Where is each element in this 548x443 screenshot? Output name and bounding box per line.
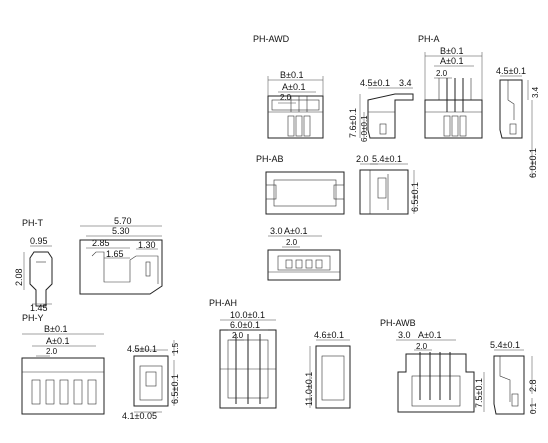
ph-ab-side-view: 2.0 5.4±0.1 6.5±0.1 (356, 154, 420, 215)
ph-t-dim-570: 5.70 (114, 216, 132, 226)
label-ph-awd: PH-AWD (253, 34, 290, 44)
ph-y-dim-b: B±0.1 (44, 324, 67, 334)
ph-t-side-view: 5.70 5.30 2.85 1.65 1.30 (79, 216, 163, 295)
ph-ab-dim-a: A±0.1 (284, 226, 307, 236)
ph-awb-dim-30: 3.0 (398, 330, 411, 340)
ph-a-dim-depth: 4.5±0.1 (496, 66, 526, 76)
ph-ab-front-view: 3.0 A±0.1 2.0 (267, 226, 341, 281)
ph-awb-dim-75: 7.5±0.1 (474, 378, 484, 408)
ph-a-dim-b: B±0.1 (440, 46, 463, 56)
label-ph-t: PH-T (22, 218, 43, 228)
ph-y-dim-pitch: 2.0 (46, 347, 58, 356)
ph-y-dim-15: 1.5 (171, 342, 180, 354)
ph-y-dim-depth: 4.5±0.1 (127, 344, 157, 354)
ph-ab-dim-pitch: 2.0 (286, 238, 298, 247)
ph-t-dim-208: 2.08 (14, 268, 24, 286)
label-ph-ab: PH-AB (256, 154, 284, 164)
ph-ab-group: PH-AB 2.0 5.4±0.1 6.5±0.1 (256, 154, 420, 281)
label-ph-awb: PH-AWB (380, 318, 416, 328)
ph-t-dim-165: 1.65 (106, 249, 124, 259)
ph-ab-dim-65: 6.5±0.1 (410, 182, 420, 212)
ph-awb-dim-pitch: 2.0 (416, 342, 428, 351)
ph-awb-side-view: 5.4±0.1 2.8 0.1 (490, 340, 538, 415)
ph-y-group: PH-Y B±0.1 A±0.1 2.0 4.5±0.1 1.5 6.5± (21, 313, 180, 421)
ph-ah-dim-100: 10.0±0.1 (230, 310, 265, 320)
ph-awd-dim-depth: 4.5±0.1 (360, 78, 390, 88)
ph-t-dim-095: 0.95 (30, 236, 48, 246)
ph-awd-group: PH-AWD B±0.1 A±0.1 2.0 4. (253, 34, 414, 142)
ph-ab-dim-20: 2.0 (356, 154, 369, 164)
ph-a-front-view: B±0.1 A±0.1 2.0 (424, 46, 483, 139)
label-ph-a: PH-A (418, 34, 440, 44)
ph-y-front-view: B±0.1 A±0.1 2.0 (21, 324, 105, 415)
ph-y-side-view: 4.5±0.1 1.5 6.5±0.1 4.1±0.05 (122, 340, 180, 421)
ph-t-dim-145: 1.45 (30, 303, 48, 313)
ph-a-dim-60: 6.0±0.1 (528, 148, 538, 178)
ph-awd-dim-b: B±0.1 (280, 70, 303, 80)
ph-ah-dim-pitch: 2.0 (232, 331, 244, 340)
label-ph-ah: PH-AH (209, 298, 237, 308)
ph-t-dim-130: 1.30 (138, 240, 156, 250)
ph-y-dim-a: A±0.1 (46, 336, 69, 346)
ph-awd-side-view: 4.5±0.1 3.4 7.6±0.1 6.0±0.1 (348, 78, 414, 142)
ph-t-dim-285: 2.85 (92, 238, 110, 248)
ph-t-group: PH-T 0.95 2.08 1.45 5.70 5.30 2.85 1.65 … (14, 216, 163, 313)
ph-awd-dim-60: 6.0±0.1 (360, 115, 369, 142)
ph-awd-front-view: B±0.1 A±0.1 2.0 (267, 70, 324, 139)
ph-awd-dim-a: A±0.1 (282, 82, 305, 92)
ph-ah-dim-60: 6.0±0.1 (230, 320, 260, 330)
ph-y-dim-65: 6.5±0.1 (170, 374, 180, 404)
ph-awb-dim-28: 2.8 (528, 379, 538, 392)
ph-ab-dim-30: 3.0 (270, 226, 283, 236)
ph-t-dim-530: 5.30 (112, 226, 130, 236)
ph-y-dim-41: 4.1±0.05 (122, 411, 157, 421)
ph-t-front-view: 0.95 2.08 1.45 (14, 236, 53, 313)
ph-a-side-view: 4.5±0.1 3.4 6.0±0.1 (496, 66, 540, 178)
ph-ah-group: PH-AH 10.0±0.1 6.0±0.1 2.0 4.6±0.1 11.0±… (209, 298, 351, 409)
ph-awb-dim-54: 5.4±0.1 (490, 340, 520, 350)
ph-awb-group: PH-AWB 3.0 A±0.1 2.0 7.5±0.1 5.4±0.1 2.8 (380, 318, 538, 415)
ph-awb-front-view: 3.0 A±0.1 2.0 7.5±0.1 (396, 330, 485, 413)
ph-a-dim-a: A±0.1 (440, 56, 463, 66)
ph-a-dim-34: 3.4 (531, 86, 540, 98)
ph-ah-dim-46: 4.6±0.1 (314, 330, 344, 340)
ph-ah-front-view: 10.0±0.1 6.0±0.1 2.0 (219, 310, 277, 409)
ph-ah-dim-110: 11.0±0.1 (304, 372, 314, 406)
ph-awb-dim-a: A±0.1 (418, 330, 441, 340)
ph-a-group: PH-A B±0.1 A±0.1 2.0 4.5±0.1 (418, 34, 540, 178)
ph-awd-dim-34: 3.4 (399, 78, 412, 88)
ph-a-dim-pitch: 2.0 (436, 69, 448, 78)
ph-awb-dim-01: 0.1 (529, 402, 538, 414)
label-ph-y: PH-Y (22, 313, 44, 323)
ph-ab-dim-54: 5.4±0.1 (372, 154, 402, 164)
ph-awd-dim-pitch: 2.0 (280, 93, 292, 102)
ph-ah-side-view: 4.6±0.1 11.0±0.1 (304, 330, 351, 409)
ph-awd-dim-height: 7.6±0.1 (348, 108, 358, 138)
ph-ab-top-view (265, 171, 345, 215)
